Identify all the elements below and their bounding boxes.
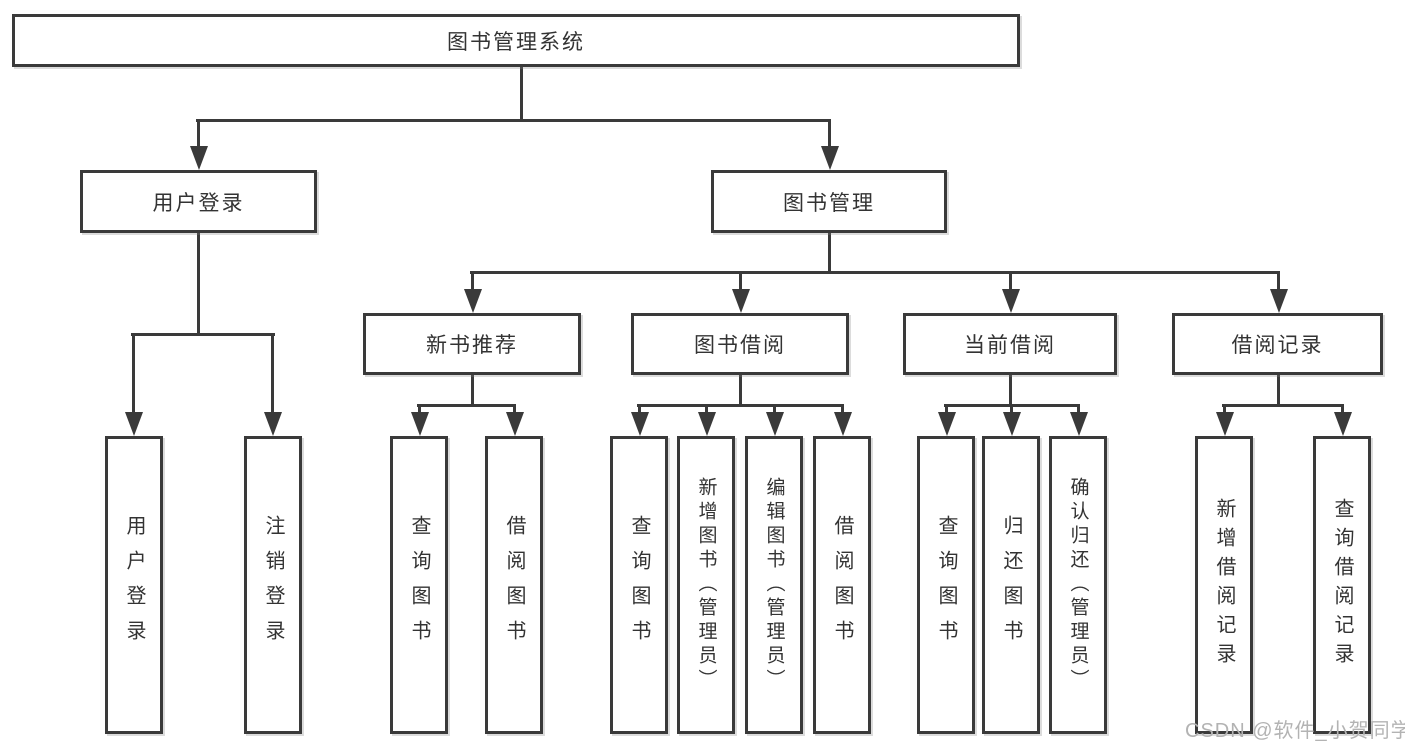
arrow-down-icon xyxy=(732,289,750,313)
node-borrowing-records: 借阅记录 xyxy=(1172,313,1383,375)
connector-line xyxy=(1077,404,1080,414)
leaf-query-books-current: 查询图书 xyxy=(917,436,975,734)
connector-line xyxy=(197,233,200,335)
connector-line xyxy=(471,375,474,407)
leaf-label: 编辑图书（管理员） xyxy=(763,477,785,693)
node-label: 用户登录 xyxy=(152,191,245,215)
leaf-label: 用户登录 xyxy=(123,515,145,655)
connector-line xyxy=(1277,375,1280,407)
leaf-borrow-books-borrowing: 借阅图书 xyxy=(813,436,871,734)
connector-line xyxy=(828,233,831,273)
node-label: 图书管理 xyxy=(783,191,875,215)
node-root: 图书管理系统 xyxy=(12,14,1020,67)
node-new-book-recommend: 新书推荐 xyxy=(363,313,581,375)
connector-line xyxy=(418,404,421,414)
arrow-down-icon xyxy=(190,146,208,170)
connector-line xyxy=(520,67,523,121)
leaf-label: 注销登录 xyxy=(262,515,284,655)
node-book-management: 图书管理 xyxy=(711,170,947,233)
connector-line xyxy=(1010,404,1013,414)
arrow-down-icon xyxy=(1270,289,1288,313)
connector-line xyxy=(945,404,948,414)
connector-line xyxy=(739,375,742,407)
leaf-add-borrow-record: 新增借阅记录 xyxy=(1195,436,1253,734)
node-label: 借阅记录 xyxy=(1231,334,1324,357)
connector-line xyxy=(271,333,274,413)
connector-line xyxy=(739,271,742,291)
connector-line xyxy=(1277,271,1280,291)
leaf-query-borrow-record: 查询借阅记录 xyxy=(1313,436,1371,734)
connector-line xyxy=(513,404,516,414)
node-label: 新书推荐 xyxy=(426,334,518,357)
arrow-down-icon xyxy=(821,146,839,170)
arrow-down-icon xyxy=(264,412,282,436)
connector-line xyxy=(417,404,516,407)
arrow-down-icon xyxy=(1070,412,1088,436)
connector-line xyxy=(470,271,1280,274)
connector-line xyxy=(638,404,641,414)
connector-line xyxy=(637,404,844,407)
arrow-down-icon xyxy=(1334,412,1352,436)
leaf-add-books-admin: 新增图书（管理员） xyxy=(677,436,735,734)
leaf-label: 查询图书 xyxy=(408,515,430,655)
connector-line xyxy=(196,119,831,122)
leaf-label: 借阅图书 xyxy=(831,515,853,655)
leaf-borrow-books-recommend: 借阅图书 xyxy=(485,436,543,734)
arrow-down-icon xyxy=(1003,412,1021,436)
leaf-query-books-borrowing: 查询图书 xyxy=(610,436,668,734)
connector-line xyxy=(828,119,831,148)
leaf-query-books-recommend: 查询图书 xyxy=(390,436,448,734)
leaf-label: 查询图书 xyxy=(628,515,650,655)
arrow-down-icon xyxy=(464,289,482,313)
leaf-return-books: 归还图书 xyxy=(982,436,1040,734)
connector-line xyxy=(773,404,776,414)
node-root-label: 图书管理系统 xyxy=(447,30,585,54)
connector-line xyxy=(131,333,275,336)
leaf-label: 借阅图书 xyxy=(503,515,525,655)
leaf-confirm-return-admin: 确认归还（管理员） xyxy=(1049,436,1107,734)
connector-line xyxy=(132,333,135,413)
leaf-label: 归还图书 xyxy=(1000,515,1022,655)
arrow-down-icon xyxy=(834,412,852,436)
leaf-label: 查询借阅记录 xyxy=(1331,498,1353,672)
arrow-down-icon xyxy=(125,412,143,436)
arrow-down-icon xyxy=(766,412,784,436)
connector-line xyxy=(1341,404,1344,414)
leaf-label: 新增图书（管理员） xyxy=(695,477,717,693)
node-label: 当前借阅 xyxy=(964,334,1056,357)
leaf-user-login: 用户登录 xyxy=(105,436,163,734)
arrow-down-icon xyxy=(1002,289,1020,313)
arrow-down-icon xyxy=(1216,412,1234,436)
connector-line xyxy=(1009,271,1012,291)
connector-line xyxy=(1223,404,1226,414)
watermark-text: CSDN @软件_小贺同学 xyxy=(1185,720,1405,742)
leaf-label: 新增借阅记录 xyxy=(1213,498,1235,672)
arrow-down-icon xyxy=(698,412,716,436)
connector-line xyxy=(841,404,844,414)
arrow-down-icon xyxy=(411,412,429,436)
node-user-login: 用户登录 xyxy=(80,170,317,233)
connector-line xyxy=(1222,404,1344,407)
leaf-logout: 注销登录 xyxy=(244,436,302,734)
node-book-borrowing: 图书借阅 xyxy=(631,313,849,375)
arrow-down-icon xyxy=(938,412,956,436)
leaf-label: 查询图书 xyxy=(935,515,957,655)
connector-line xyxy=(197,119,200,148)
leaf-edit-books-admin: 编辑图书（管理员） xyxy=(745,436,803,734)
node-current-borrowing: 当前借阅 xyxy=(903,313,1117,375)
connector-line xyxy=(471,271,474,291)
leaf-label: 确认归还（管理员） xyxy=(1067,477,1089,693)
connector-line xyxy=(705,404,708,414)
arrow-down-icon xyxy=(506,412,524,436)
node-label: 图书借阅 xyxy=(694,334,786,357)
arrow-down-icon xyxy=(631,412,649,436)
connector-line xyxy=(1009,375,1012,407)
